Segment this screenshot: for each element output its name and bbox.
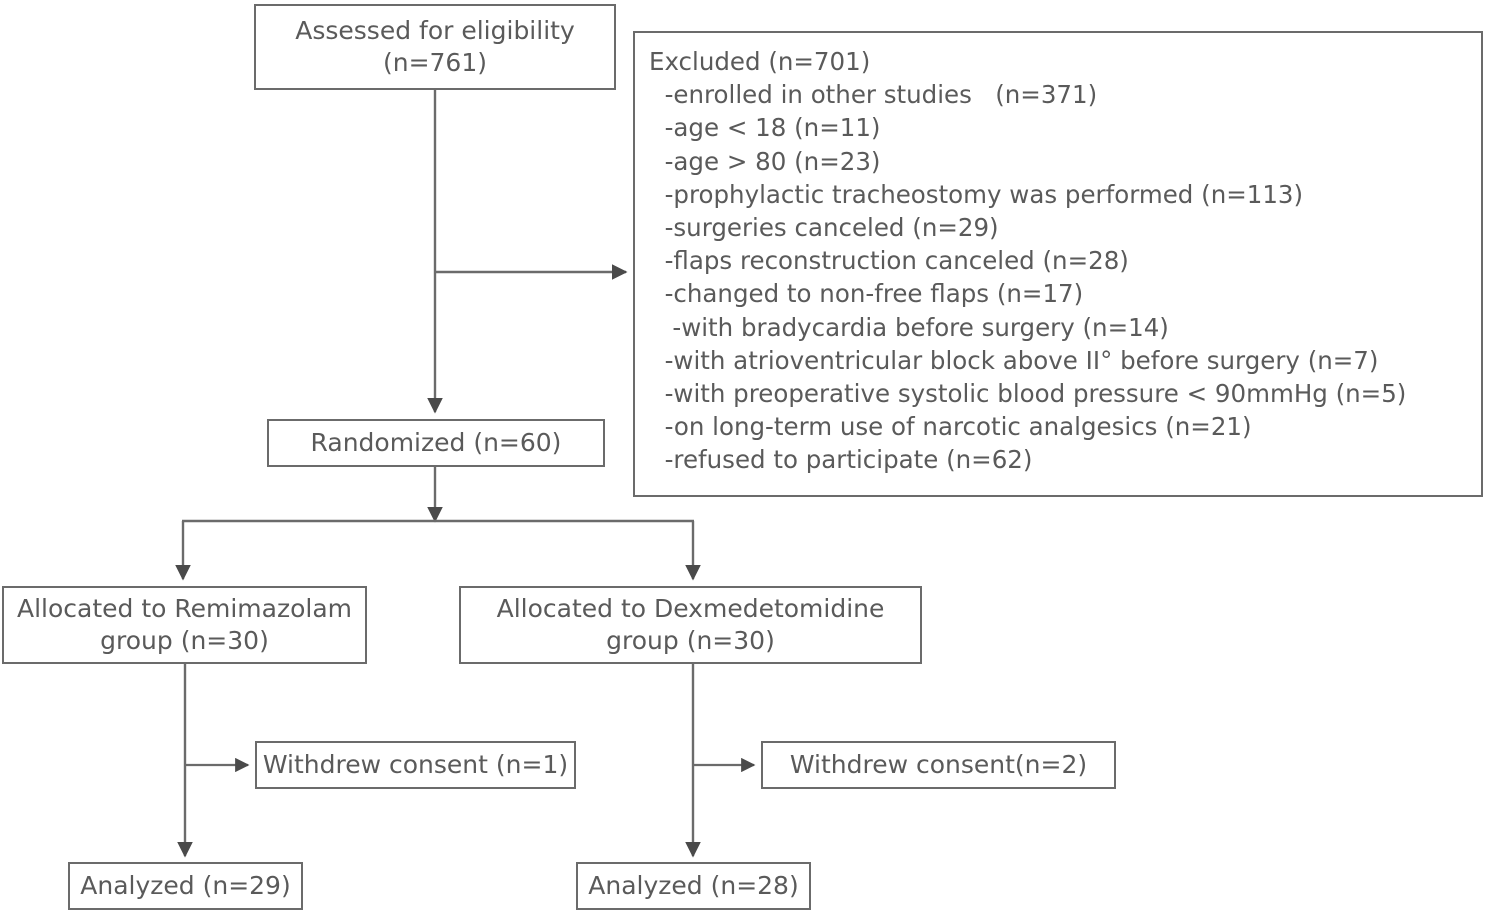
node-withdrew-consent-remimazolam: Withdrew consent (n=1) xyxy=(255,741,576,789)
node-allocated-dexmedetomidine: Allocated to Dexmedetomidine group (n=30… xyxy=(459,586,922,664)
node-allocated-remimazolam: Allocated to Remimazolam group (n=30) xyxy=(2,586,367,664)
node-analyzed-remimazolam: Analyzed (n=29) xyxy=(68,862,303,910)
node-excluded: Excluded (n=701) -enrolled in other stud… xyxy=(633,31,1483,497)
node-randomized: Randomized (n=60) xyxy=(267,419,605,467)
node-withdrew-consent-dexmedetomidine: Withdrew consent(n=2) xyxy=(761,741,1116,789)
node-assessed-for-eligibility: Assessed for eligibility (n=761) xyxy=(254,4,616,90)
node-analyzed-dexmedetomidine: Analyzed (n=28) xyxy=(576,862,811,910)
